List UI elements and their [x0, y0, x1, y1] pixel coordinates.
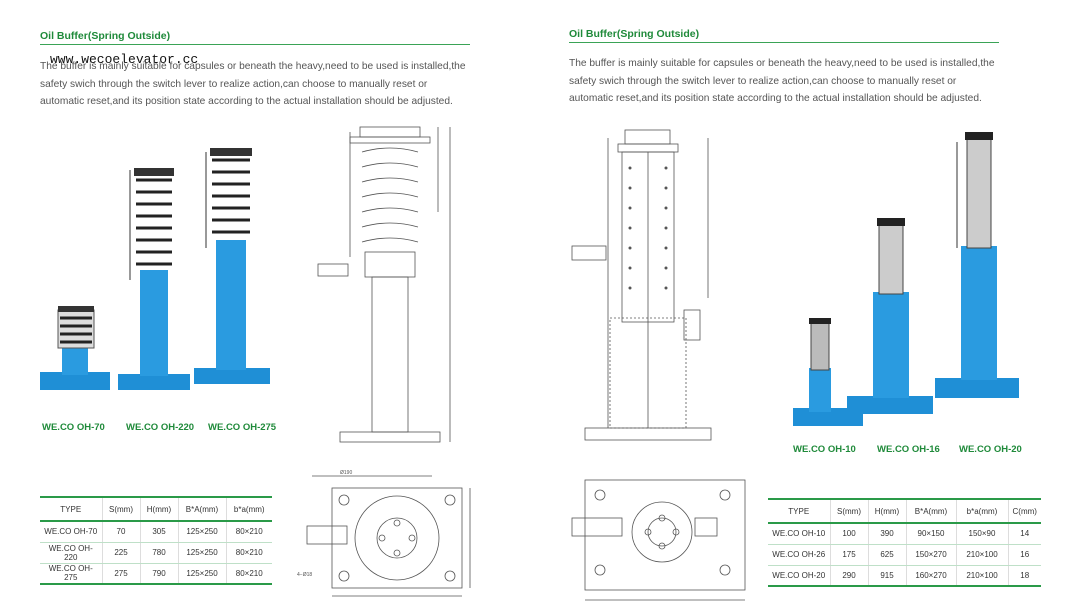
table-cell: WE.CO OH-70 — [40, 521, 102, 543]
table-cell: WE.CO OH-220 — [40, 542, 102, 564]
table-row: WE.CO OH-220 225 780 125×250 80×210 — [40, 542, 272, 564]
left-section-title: Oil Buffer(Spring Outside) — [40, 30, 171, 42]
right-description-line: The buffer is mainly suitable for capsul… — [569, 58, 995, 69]
watermark-text: www.wecoelevator.cc — [50, 52, 199, 67]
left-description: The buffer is mainly suitable for capsul… — [40, 58, 480, 111]
table-header-cell: S(mm) — [101, 496, 140, 522]
table-cell: 625 — [867, 544, 906, 566]
left-model-label: WE.CO OH-70 — [42, 422, 105, 433]
table-cell: 305 — [139, 521, 178, 543]
right-model-label: WE.CO OH-16 — [877, 444, 940, 455]
table-cell: WE.CO OH-275 — [40, 563, 102, 585]
table-header-cell: B*A(mm) — [905, 498, 956, 524]
table-cell: 790 — [139, 563, 178, 585]
table-header-cell: S(mm) — [829, 498, 868, 524]
left-model-label: WE.CO OH-275 — [208, 422, 277, 433]
right-spec-table-wrap: TYPE S(mm) H(mm) B*A(mm) b*a(mm) C(mm) W… — [768, 498, 1041, 587]
right-description: The buffer is mainly suitable for capsul… — [569, 55, 1009, 108]
table-header-cell: b*a(mm) — [955, 498, 1008, 524]
table-cell: 160×270 — [905, 565, 956, 587]
left-spec-table-wrap: TYPE S(mm) H(mm) B*A(mm) b*a(mm) WE.CO O… — [40, 496, 272, 585]
right-model-label: WE.CO OH-20 — [959, 444, 1022, 455]
table-cell: 290 — [829, 565, 868, 587]
table-cell: 80×210 — [225, 542, 272, 564]
table-cell: 780 — [139, 542, 178, 564]
drawing-dimension-label: Ø190 — [340, 470, 352, 476]
right-title-rule — [569, 42, 999, 43]
table-header-cell: H(mm) — [139, 496, 178, 522]
table-header-cell: H(mm) — [867, 498, 906, 524]
table-cell: 18 — [1007, 565, 1041, 587]
table-cell: 175 — [829, 544, 868, 566]
table-cell: 80×210 — [225, 521, 272, 543]
right-spec-table: TYPE S(mm) H(mm) B*A(mm) b*a(mm) C(mm) W… — [768, 498, 1041, 587]
left-description-line: The buffer is mainly suitable for capsul… — [40, 61, 466, 72]
left-elevation-drawing — [310, 122, 470, 452]
table-header-row: TYPE S(mm) H(mm) B*A(mm) b*a(mm) — [40, 496, 272, 522]
table-header-cell: TYPE — [40, 496, 102, 522]
left-spec-table: TYPE S(mm) H(mm) B*A(mm) b*a(mm) WE.CO O… — [40, 496, 272, 585]
drawing-dimension-label: 4−Ø18 — [297, 572, 312, 578]
table-cell: WE.CO OH-26 — [768, 544, 830, 566]
table-row: WE.CO OH-20 290 915 160×270 210×100 18 — [768, 565, 1041, 587]
table-cell: 125×250 — [177, 563, 226, 585]
table-cell: WE.CO OH-20 — [768, 565, 830, 587]
left-product-photo — [30, 140, 280, 400]
table-cell: 150×90 — [955, 523, 1008, 545]
table-row: WE.CO OH-275 275 790 125×250 80×210 — [40, 563, 272, 585]
table-header-cell: TYPE — [768, 498, 830, 524]
left-plan-drawing: Ø190 4−Ø18 — [292, 468, 482, 608]
left-title-rule — [40, 44, 470, 45]
table-cell: 150×270 — [905, 544, 956, 566]
table-cell: 125×250 — [177, 542, 226, 564]
left-description-line: automatic reset,and its position state a… — [40, 96, 453, 107]
left-description-line: safety swich through the switch lever to… — [40, 78, 428, 90]
table-cell: 390 — [867, 523, 906, 545]
table-header-row: TYPE S(mm) H(mm) B*A(mm) b*a(mm) C(mm) — [768, 498, 1041, 524]
table-row: WE.CO OH-10 100 390 90×150 150×90 14 — [768, 523, 1041, 545]
table-cell: 275 — [101, 563, 140, 585]
table-cell: 90×150 — [905, 523, 956, 545]
table-cell: 80×210 — [225, 563, 272, 585]
left-model-label: WE.CO OH-220 — [126, 422, 195, 433]
table-cell: 125×250 — [177, 521, 226, 543]
table-cell: 16 — [1007, 544, 1041, 566]
table-cell: 14 — [1007, 523, 1041, 545]
right-model-label: WE.CO OH-10 — [793, 444, 856, 455]
table-cell: 210×100 — [955, 565, 1008, 587]
table-cell: WE.CO OH-10 — [768, 523, 830, 545]
table-header-cell: b*a(mm) — [225, 496, 272, 522]
table-header-cell: B*A(mm) — [177, 496, 226, 522]
table-cell: 915 — [867, 565, 906, 587]
table-cell: 70 — [101, 521, 140, 543]
right-section-title: Oil Buffer(Spring Outside) — [569, 28, 700, 40]
right-description-line: automatic reset,and its position state a… — [569, 93, 982, 104]
right-description-line: safety swich through the switch lever to… — [569, 75, 957, 87]
right-plan-drawing — [570, 470, 760, 610]
right-product-photo — [775, 128, 1035, 438]
right-section-drawing — [570, 128, 720, 448]
table-cell: 225 — [101, 542, 140, 564]
table-row: WE.CO OH-26 175 625 150×270 210×100 16 — [768, 544, 1041, 566]
table-cell: 210×100 — [955, 544, 1008, 566]
table-header-cell: C(mm) — [1007, 498, 1041, 524]
table-row: WE.CO OH-70 70 305 125×250 80×210 — [40, 521, 272, 543]
table-cell: 100 — [829, 523, 868, 545]
